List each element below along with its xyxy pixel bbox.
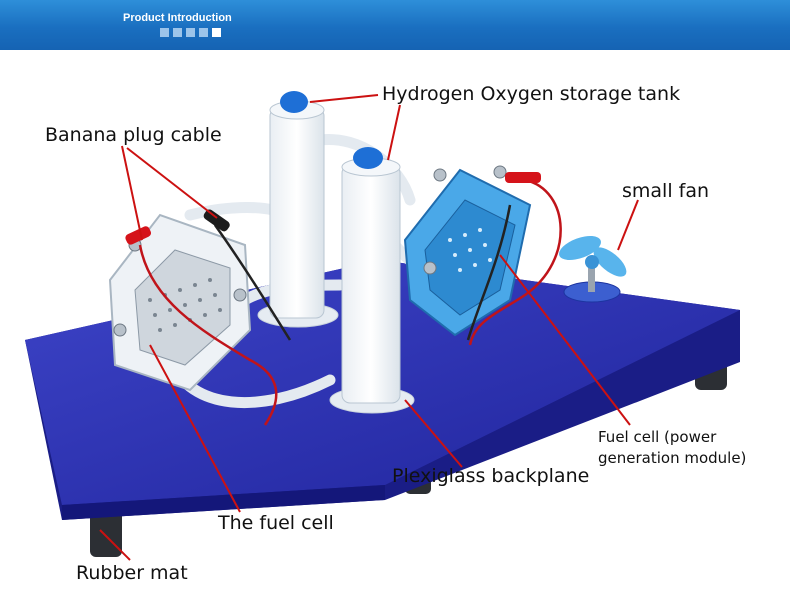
pointer-lines bbox=[99, 94, 639, 561]
header-dots bbox=[160, 28, 221, 37]
label-plexiglass-backplane: Plexiglass backplane bbox=[392, 465, 590, 487]
header-dot-active bbox=[212, 28, 221, 37]
header-title: Product Introduction bbox=[123, 12, 232, 24]
header-dot bbox=[199, 28, 208, 37]
label-hydrogen-oxygen-tank: Hydrogen Oxygen storage tank bbox=[382, 83, 681, 105]
label-fuel-cell-power-module-line1: Fuel cell (power bbox=[598, 428, 717, 446]
label-small-fan: small fan bbox=[622, 180, 710, 202]
label-the-fuel-cell: The fuel cell bbox=[218, 512, 334, 534]
header-dot bbox=[186, 28, 195, 37]
label-rubber-mat: Rubber mat bbox=[76, 562, 188, 584]
label-fuel-cell-power-module: Fuel cell (power generation module) bbox=[598, 427, 746, 469]
header-dot bbox=[160, 28, 169, 37]
banana-plugs bbox=[125, 172, 541, 245]
banana-plug-cables bbox=[138, 178, 562, 426]
storage-tank-right bbox=[329, 147, 415, 414]
label-fuel-cell-power-module-line2: generation module) bbox=[598, 449, 747, 467]
small-fan bbox=[559, 235, 627, 303]
header-dot bbox=[173, 28, 182, 37]
fuel-cell-product-illustration bbox=[25, 91, 740, 561]
fuel-cell-blue-power-module bbox=[403, 165, 532, 337]
label-banana-plug-cable: Banana plug cable bbox=[45, 124, 222, 146]
product-intro-header: Product Introduction bbox=[0, 0, 790, 50]
fuel-cell-clear bbox=[108, 213, 252, 392]
